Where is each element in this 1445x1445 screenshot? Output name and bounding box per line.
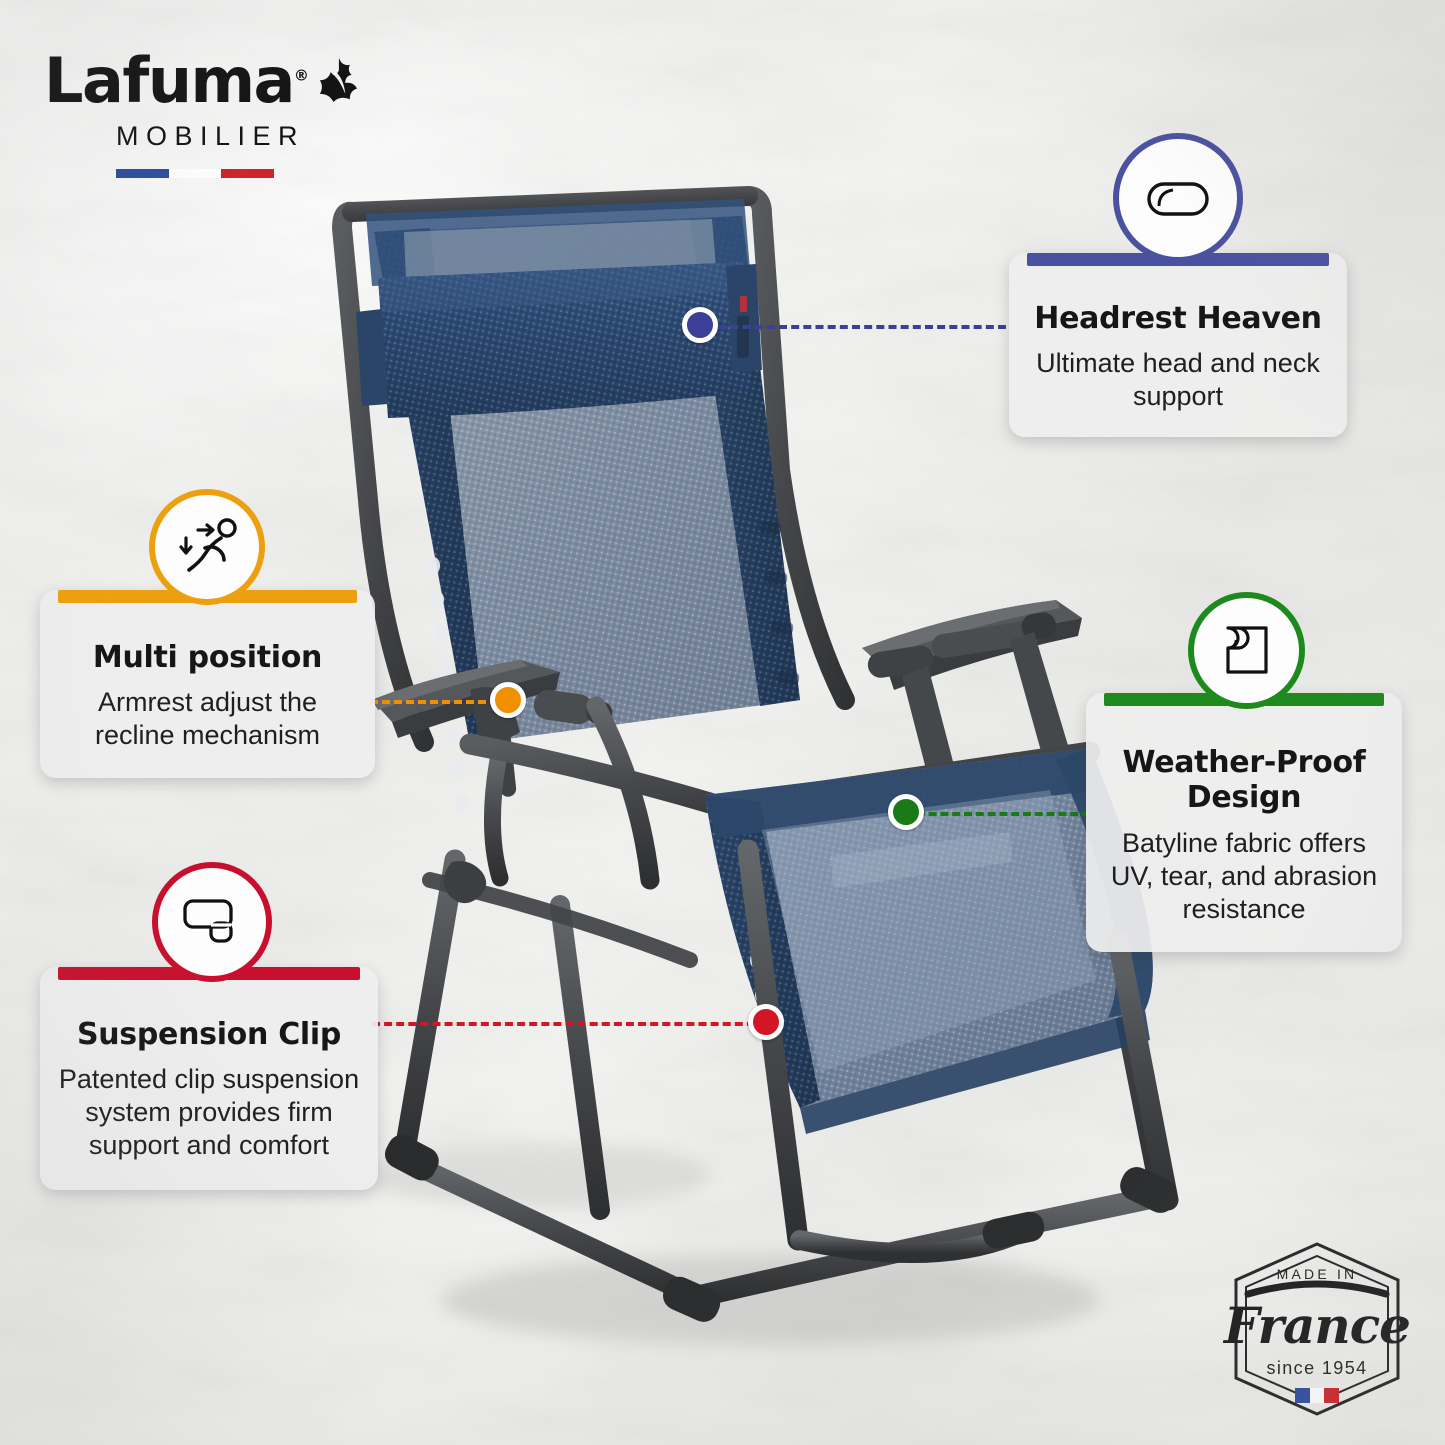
registered-mark: ®	[293, 66, 309, 85]
brand-name: Lafuma	[44, 44, 295, 117]
connector-weather-proof	[905, 812, 1090, 816]
flag-stripe-blue	[116, 169, 169, 178]
since-label: since 1954	[1266, 1358, 1368, 1378]
feature-badge-multi-position	[149, 489, 265, 605]
france-label: France	[1224, 1296, 1411, 1355]
feature-badge-headrest	[1113, 133, 1243, 263]
brand-logo: Lafuma® MOBILIER	[44, 50, 358, 178]
connector-suspension-clip	[372, 1022, 767, 1026]
brand-wordmark: Lafuma®	[44, 50, 309, 112]
mif-flag-blue	[1295, 1388, 1310, 1403]
france-flag-icon	[1295, 1388, 1340, 1403]
marker-dot-headrest[interactable]	[682, 307, 718, 343]
france-flag-bar	[116, 169, 275, 178]
feature-title-multi-position: Multi position	[92, 640, 323, 675]
feature-card-headrest[interactable]: Headrest Heaven Ultimate head and neck s…	[1009, 253, 1347, 437]
reclining-person-icon	[179, 518, 237, 572]
flag-stripe-white	[168, 169, 222, 178]
feature-badge-suspension-clip	[152, 862, 272, 982]
feature-title-weather-proof: Weather-Proof Design	[1122, 745, 1366, 816]
mif-flag-white	[1309, 1388, 1325, 1403]
brand-tagline: MOBILIER	[116, 121, 306, 151]
feature-title-suspension-clip: Suspension Clip	[76, 1017, 342, 1052]
connector-headrest	[706, 325, 1006, 329]
connector-multi-position	[370, 700, 510, 704]
made-in-france-badge: MADE IN France since 1954	[1222, 1238, 1412, 1420]
made-in-label: MADE IN	[1276, 1266, 1358, 1282]
feature-body-multi-position: Armrest adjust the recline mechanism	[94, 687, 321, 750]
marker-dot-suspension-clip[interactable]	[748, 1004, 784, 1040]
mif-flag-red	[1324, 1388, 1340, 1403]
feature-title-headrest: Headrest Heaven	[1034, 301, 1322, 336]
marker-dot-weather-proof[interactable]	[888, 794, 924, 830]
feature-card-multi-position[interactable]: Multi position Armrest adjust the reclin…	[40, 590, 375, 778]
feature-body-headrest: Ultimate head and neck support	[1036, 348, 1320, 411]
fabric-roll-icon	[1225, 625, 1268, 674]
cushion-pill-icon	[1147, 182, 1209, 216]
clip-icon	[183, 899, 233, 943]
feature-badge-weather-proof	[1188, 592, 1305, 709]
feature-card-suspension-clip[interactable]: Suspension Clip Patented clip suspension…	[40, 967, 378, 1190]
marker-dot-multi-position[interactable]	[490, 682, 526, 718]
feature-body-weather-proof: Batyline fabric offers UV, tear, and abr…	[1110, 827, 1378, 924]
flag-stripe-red	[221, 169, 275, 178]
leaf-icon	[309, 54, 367, 117]
feature-body-suspension-clip: Patented clip suspension system provides…	[58, 1064, 360, 1160]
feature-card-weather-proof[interactable]: Weather-Proof Design Batyline fabric off…	[1086, 693, 1402, 952]
